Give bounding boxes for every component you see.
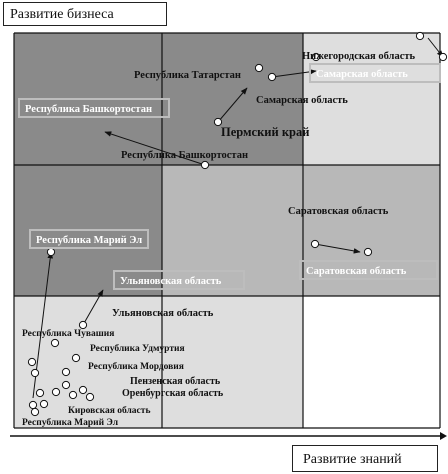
matrix-cell-2-0: [14, 296, 162, 428]
boxed-label-frame: [309, 63, 441, 83]
boxed-label-text: Ульяновская область: [120, 276, 222, 287]
boxed-label-text: Самарская область: [316, 69, 408, 80]
matrix-cell-0-1: [162, 33, 303, 165]
data-point: [61, 380, 71, 390]
data-point: [71, 353, 81, 363]
data-point: [30, 368, 40, 378]
region-label: Республика Татарстан: [134, 70, 241, 81]
matrix-cell-1-1: [162, 165, 303, 296]
data-point: [78, 320, 88, 330]
boxed-label-frame: [299, 260, 438, 280]
region-points: [27, 31, 448, 417]
region-label: Пензенская область: [130, 376, 221, 387]
data-point: [438, 52, 448, 62]
data-point: [310, 239, 320, 249]
matrix-cell-2-1: [162, 296, 303, 428]
data-point: [50, 338, 60, 348]
data-point: [30, 407, 40, 417]
region-label: Республика Удмуртия: [90, 343, 185, 354]
boxed-label-frame: [18, 98, 170, 118]
data-point: [85, 392, 95, 402]
movement-arrow-2: [271, 69, 317, 78]
boxed-label-text: Республика Марий Эл: [36, 235, 142, 246]
movement-arrow-4: [314, 243, 361, 254]
region-label: Ульяновская область: [112, 308, 214, 319]
data-point: [61, 367, 71, 377]
data-point: [200, 160, 210, 170]
data-point: [51, 387, 61, 397]
region-label: Пермский край: [221, 125, 309, 139]
data-point: [213, 117, 223, 127]
movement-arrow-0: [104, 131, 206, 166]
boxed-label-frame: [113, 270, 245, 290]
matrix-cell-2-2: [303, 296, 440, 428]
data-point: [68, 390, 78, 400]
data-point: [78, 385, 88, 395]
region-label: Республика Чувашия: [22, 328, 114, 339]
region-label: Нижегородская область: [302, 51, 416, 62]
region-label: Республика Марий Эл: [22, 417, 119, 428]
x-axis-arrowhead: [440, 432, 447, 440]
boxed-label-text: Саратовская область: [306, 266, 407, 277]
region-label: Оренбургская область: [122, 388, 224, 399]
movement-arrow-5: [82, 289, 104, 326]
boxed-label-text: Республика Башкортостан: [25, 104, 152, 115]
matrix-cell-1-2: [303, 165, 440, 296]
matrix-cell-0-2: [303, 33, 440, 165]
region-label: Республика Мордовия: [88, 361, 184, 372]
region-label: Кировская область: [68, 405, 150, 416]
data-point: [28, 400, 38, 410]
data-point: [46, 247, 56, 257]
data-point: [39, 399, 49, 409]
region-label: Самарская область: [256, 95, 348, 106]
data-point: [27, 357, 37, 367]
data-point: [267, 72, 277, 82]
region-label: Саратовская область: [288, 206, 389, 217]
data-point: [254, 63, 264, 73]
data-point: [311, 52, 321, 62]
boxed-label-frame: [29, 229, 149, 249]
matrix-grid: [13, 32, 441, 429]
y-axis-title: Развитие бизнеса: [3, 2, 167, 26]
data-point: [363, 247, 373, 257]
data-point: [415, 31, 425, 41]
region-label: Республика Башкортостан: [121, 150, 248, 161]
data-point: [35, 388, 45, 398]
x-axis-title: Развитие знаний: [292, 445, 438, 472]
movement-arrow-1: [217, 87, 248, 123]
